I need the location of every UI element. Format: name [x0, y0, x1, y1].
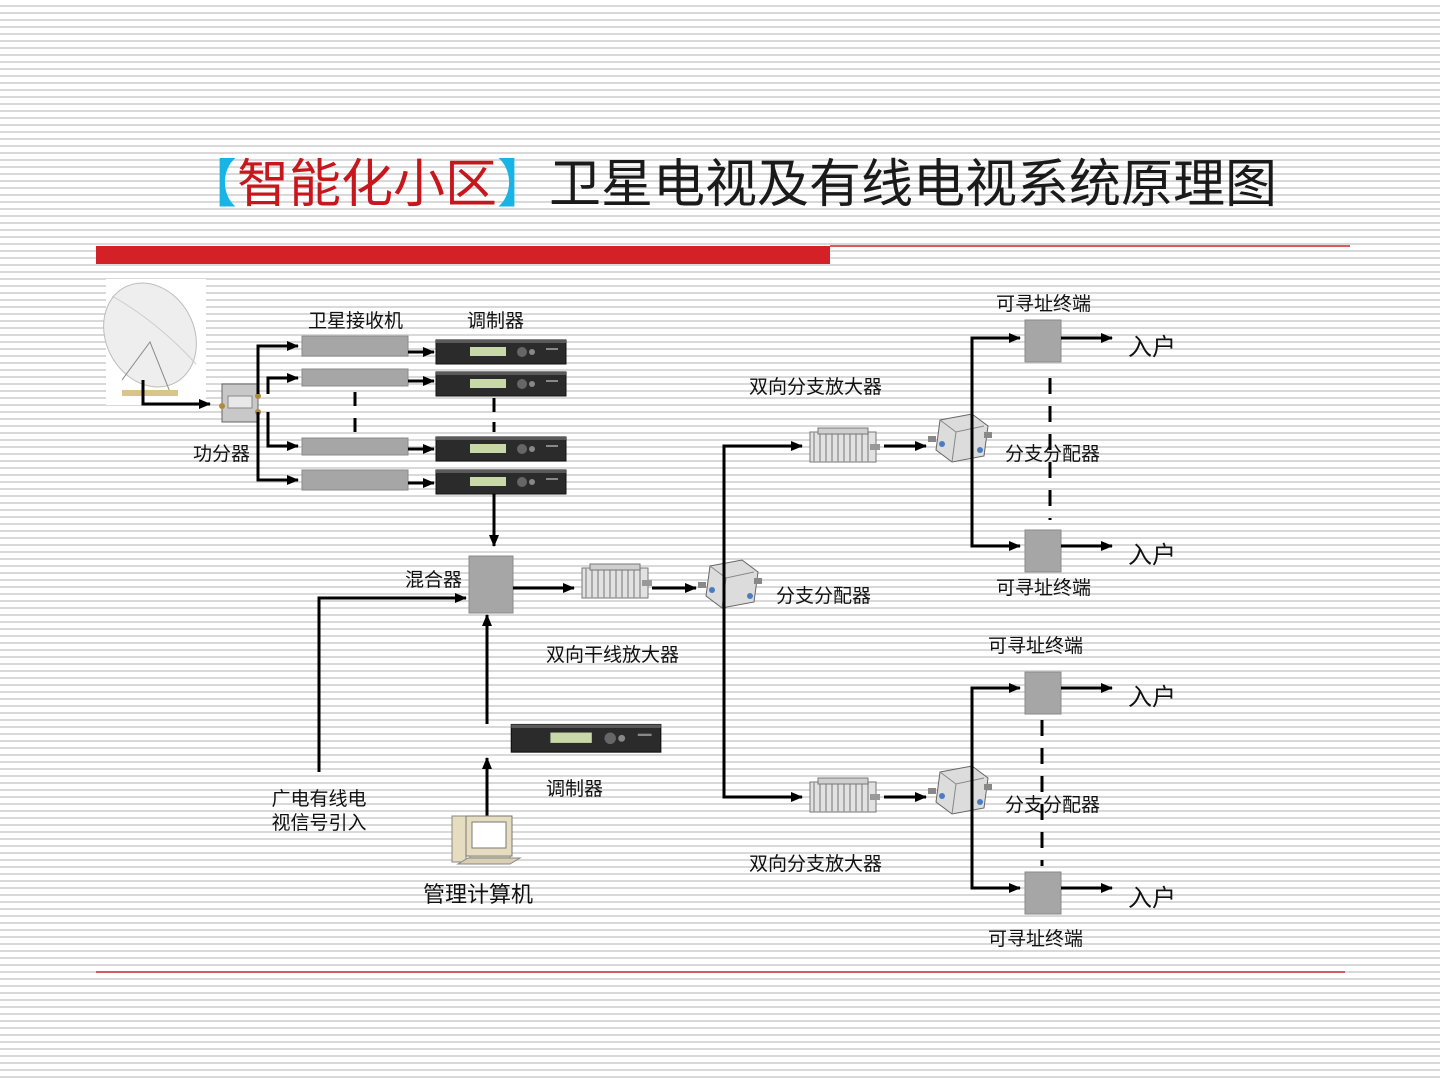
connector-dist-term1 — [970, 333, 1021, 450]
satellite-receiver-4 — [301, 469, 409, 491]
label-splitter: 功分器 — [193, 443, 251, 465]
modulator-icon — [435, 371, 567, 397]
accent-bar — [96, 246, 830, 264]
connector-dist-branch-bottom — [722, 600, 803, 802]
terminal-box-2 — [1024, 529, 1062, 573]
label-modulator-bottom: 调制器 — [546, 778, 604, 800]
amplifier-icon — [581, 563, 653, 599]
label-home-2: 入户 — [1128, 541, 1176, 569]
label-branch-amp-top: 双向分支放大器 — [749, 376, 883, 398]
satellite-receiver-1 — [301, 335, 409, 357]
label-branch-distributor-top: 分支分配器 — [1005, 443, 1101, 465]
satellite-receiver-2 — [301, 368, 409, 387]
label-branch-distributor-bottom: 分支分配器 — [1005, 794, 1101, 816]
satellite-receiver-3 — [301, 437, 409, 456]
label-modulator-top: 调制器 — [467, 310, 525, 332]
label-trunk-amp: 双向干线放大器 — [546, 644, 680, 666]
connector-splitter-rx4 — [256, 412, 299, 485]
title-highlight: 智能化小区 — [237, 155, 498, 215]
title-bracket-open: 【 — [185, 155, 238, 215]
modulator-icon — [435, 339, 567, 365]
label-home-4: 入户 — [1128, 884, 1176, 912]
amplifier-icon — [809, 427, 881, 463]
label-terminal-4: 可寻址终端 — [988, 928, 1084, 950]
connector-dist-term4 — [970, 800, 1021, 893]
mixer-box — [468, 555, 514, 614]
label-branch-distributor-center: 分支分配器 — [776, 585, 872, 607]
terminal-box-1 — [1024, 319, 1062, 363]
connector-dist-term3 — [970, 683, 1021, 800]
connector-dist-term2 — [970, 450, 1021, 551]
label-terminal-2: 可寻址终端 — [996, 577, 1092, 599]
label-satellite-receiver: 卫星接收机 — [308, 310, 404, 332]
modulator-icon — [435, 469, 567, 495]
modulator-icon — [435, 436, 567, 462]
amplifier-icon — [809, 777, 881, 813]
label-terminal-1: 可寻址终端 — [996, 293, 1092, 315]
terminal-box-4 — [1024, 871, 1062, 915]
label-home-1: 入户 — [1128, 333, 1176, 361]
label-mixer: 混合器 — [405, 569, 463, 591]
distributor-icon — [927, 765, 993, 815]
label-home-3: 入户 — [1128, 683, 1176, 711]
terminal-box-3 — [1024, 671, 1062, 715]
label-terminal-3: 可寻址终端 — [988, 635, 1084, 657]
modulator-icon — [510, 723, 662, 753]
distributor-icon — [927, 413, 993, 463]
satellite-dish-icon — [103, 279, 206, 405]
title-bracket-close: 】 — [497, 155, 550, 215]
connector-splitter-rx2 — [266, 373, 299, 394]
connector-splitter-rx3 — [266, 412, 299, 451]
connector-dist-branch-top — [722, 441, 803, 600]
splitter-icon — [219, 383, 261, 423]
connector-dish-splitter — [141, 380, 211, 409]
label-cable-input: 广电有线电视信号引入 — [271, 788, 367, 834]
connector-splitter-rx1 — [256, 341, 299, 394]
distributor-icon — [697, 559, 763, 609]
label-branch-amp-bottom: 双向分支放大器 — [749, 853, 883, 875]
title-text: 卫星电视及有线电视系统原理图 — [549, 155, 1278, 215]
label-management-pc: 管理计算机 — [423, 883, 534, 908]
page-title: 【智能化小区】卫星电视及有线电视系统原理图 — [185, 150, 1277, 220]
connector-cable-mixer — [317, 593, 467, 772]
computer-icon — [451, 815, 522, 865]
